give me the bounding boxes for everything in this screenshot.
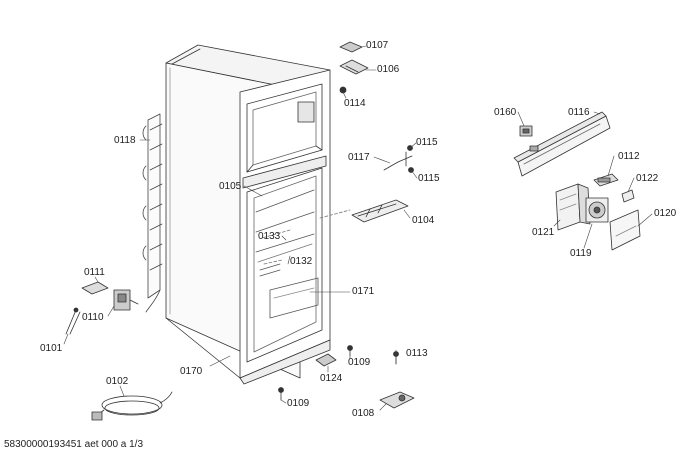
label-0106: 0106	[377, 64, 400, 75]
leader-lines	[63, 45, 653, 411]
bracket-0124	[315, 353, 337, 367]
cover-0112	[593, 173, 619, 187]
label-0133: 0133	[258, 231, 281, 242]
label-0101: 0101	[40, 343, 63, 354]
label-0120: 0120	[654, 208, 677, 219]
relay-cover-0111	[81, 281, 109, 295]
label-0132: 0132	[290, 256, 313, 267]
label-0107: 0107	[366, 40, 389, 51]
housing-0121	[555, 183, 591, 231]
lamp-holder-0160	[519, 125, 533, 137]
label-0115-bottom: 0115	[418, 173, 440, 184]
label-0105: 0105	[219, 181, 242, 192]
label-0124: 0124	[320, 373, 343, 384]
label-0108: 0108	[352, 408, 375, 419]
control-panel-0116	[513, 111, 611, 177]
label-0110: 0110	[82, 312, 104, 323]
label-0114: 0114	[344, 98, 366, 109]
label-0122: 0122	[636, 173, 659, 184]
label-0113: 0113	[406, 348, 428, 359]
power-cord-0102	[91, 391, 173, 421]
label-0112: 0112	[618, 151, 640, 162]
screw-0109b	[278, 387, 284, 401]
label-0102: 0102	[106, 376, 129, 387]
label-0109-bottom: 0109	[287, 398, 310, 409]
label-0170: 0170	[180, 366, 203, 377]
label-0171: 0171	[352, 286, 375, 297]
foot-0108	[379, 391, 415, 409]
label-0160: 0160	[494, 107, 517, 118]
label-0118: 0118	[114, 135, 136, 146]
sensor-0101	[65, 307, 81, 335]
starter-relay-0110	[113, 289, 139, 311]
hinge-0117	[383, 145, 414, 173]
label-0119: 0119	[570, 248, 592, 259]
label-0121: 0121	[532, 227, 555, 238]
top-cover-0107	[339, 41, 363, 53]
condenser-coil	[142, 113, 163, 313]
screw-0109a	[347, 345, 353, 357]
refrigerator-cabinet	[165, 44, 331, 385]
label-0104: 0104	[412, 215, 435, 226]
bulb-0122	[621, 189, 635, 203]
label-0109-center: 0109	[348, 357, 371, 368]
label-0111: 0111	[84, 267, 105, 278]
fan-cover-0120	[609, 209, 641, 251]
fan-0119	[585, 197, 609, 223]
screw-0114	[339, 86, 347, 94]
label-0115-top: 0115	[416, 137, 438, 148]
label-0116: 0116	[568, 107, 590, 118]
leader-dashes	[261, 209, 351, 265]
bracket-0106	[339, 59, 369, 75]
document-id: 58300000193451 aet 000 a 1/3	[4, 439, 144, 450]
light-cover-0104	[351, 199, 409, 223]
label-0117: 0117	[348, 152, 370, 163]
